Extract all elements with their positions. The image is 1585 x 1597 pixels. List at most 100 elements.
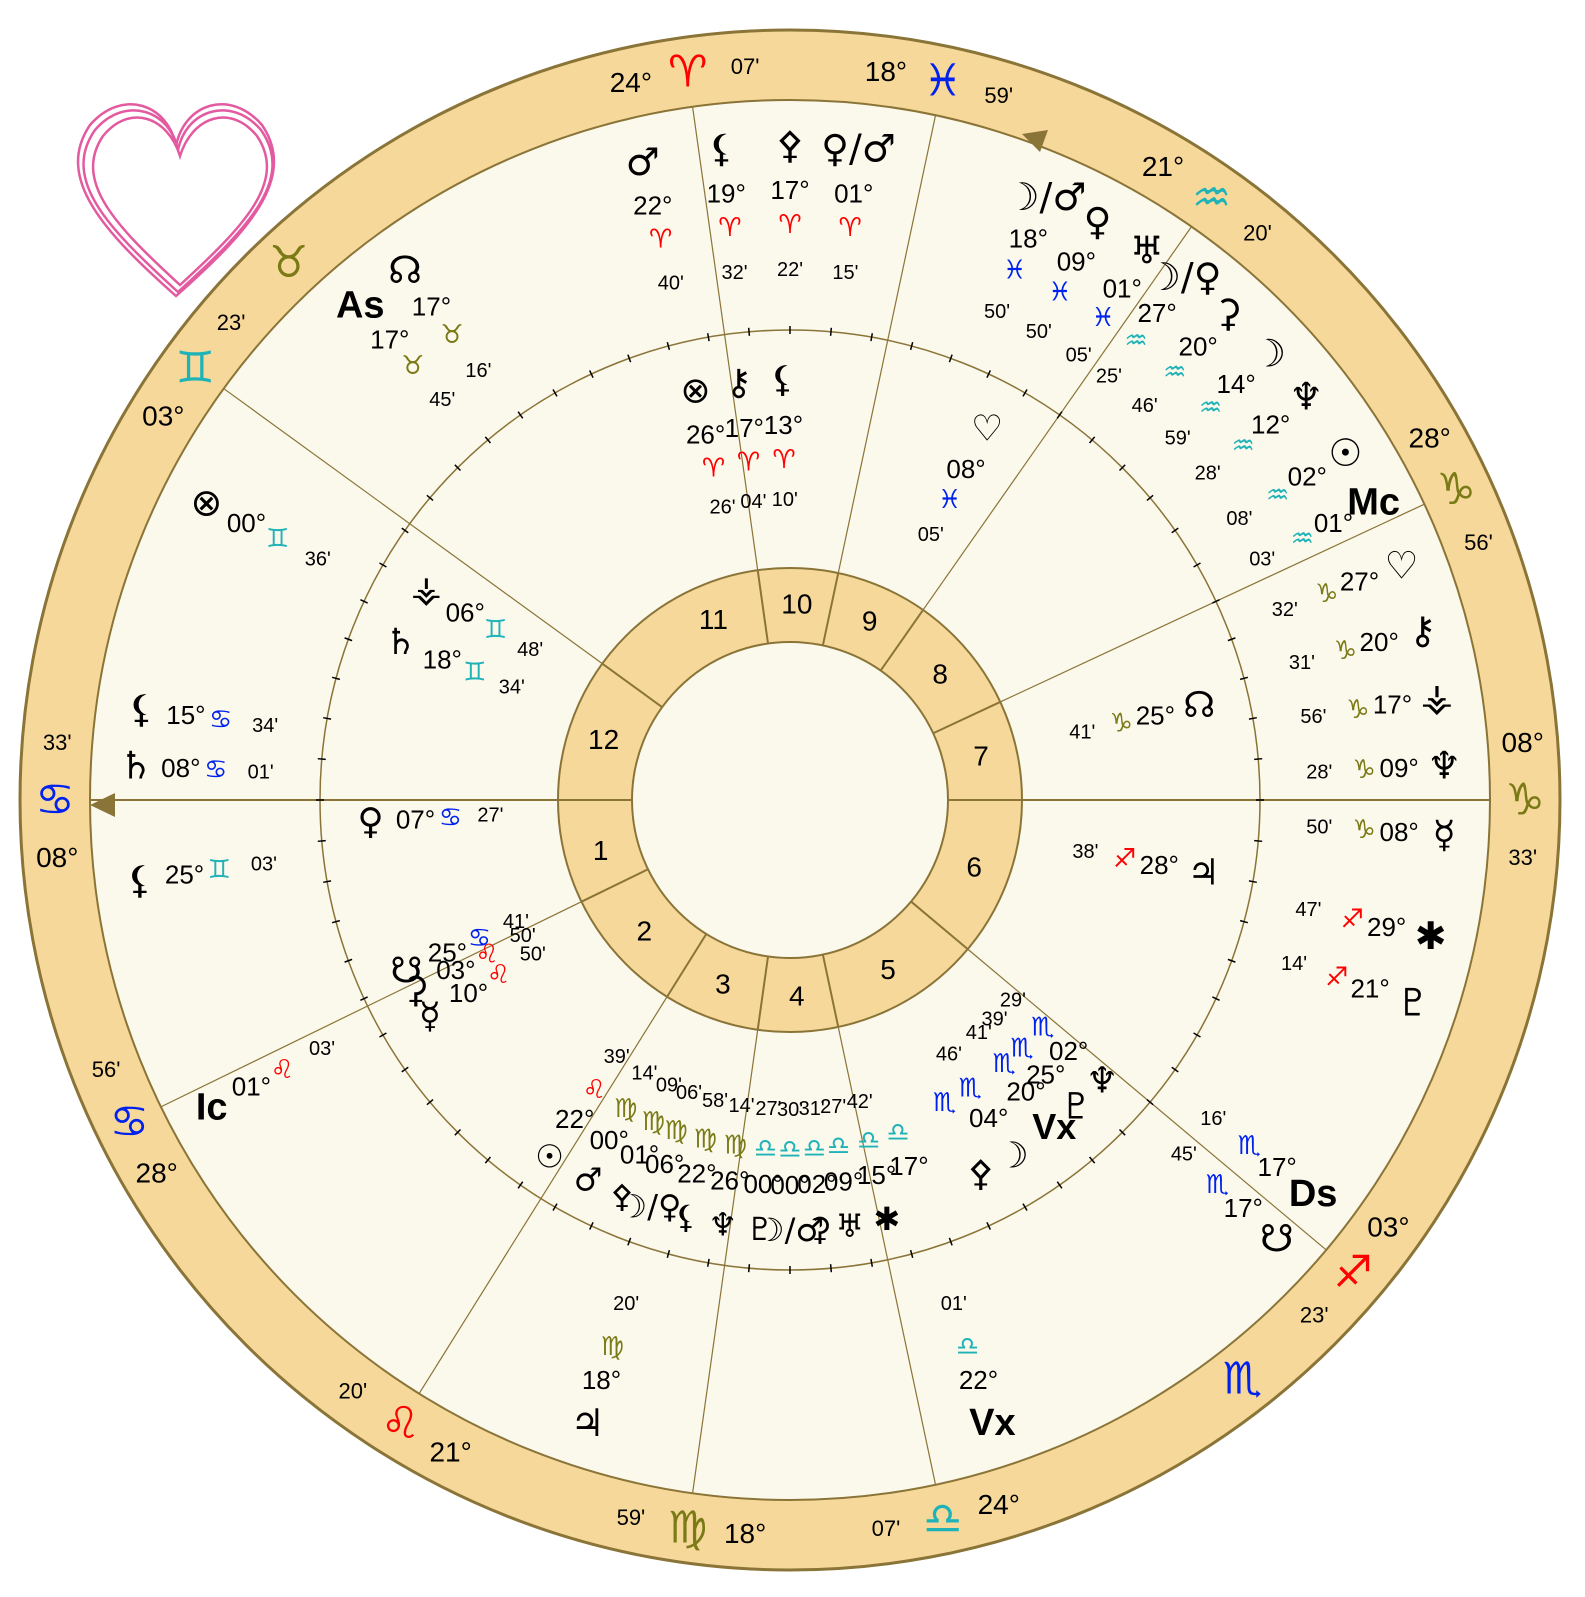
planet-glyph-icon: ♀/♂ [821,127,896,171]
planet-glyph-icon: ⚸ [708,127,736,171]
planet-degree: 17° [770,175,809,205]
planet-sign-icon: ♎ [956,1332,979,1362]
planet-degree: 13° [764,410,803,440]
planet-glyph-icon: ♆ [708,1206,737,1244]
planet-sign-icon: ♑ [1334,636,1357,666]
planet-glyph-icon: ⚴ [776,123,804,167]
planet-sign-icon: ♓ [1003,256,1026,286]
planet-minute: 27' [477,805,503,827]
cusp-degree: 03° [1367,1211,1409,1242]
planet-sign-icon: ♎ [886,1118,909,1148]
planet-glyph-icon: ♄ [119,744,153,788]
cusp-minute: 56' [92,1057,121,1082]
planet-sign-icon: ♌ [271,1055,294,1085]
planet-glyph-icon: Mc [1347,482,1400,524]
planet-minute: 34' [499,677,525,699]
planet-sign-icon: ♈ [649,225,672,255]
planet-sign-icon: ♎ [754,1134,777,1164]
cusp-minute: 07' [872,1516,901,1541]
planet-degree: 25° [1136,701,1175,731]
planet-minute: 05' [918,524,944,546]
planet-glyph-icon: ♂ [626,140,660,184]
cusp-sign-icon: ♊ [176,342,215,393]
planet-minute: 16' [1200,1108,1226,1130]
planet-degree: 20° [1006,1076,1045,1106]
planet-glyph-icon: ☽/♂ [1005,175,1086,219]
planet-glyph-icon: ⚸ [769,360,795,401]
planet-minute: 10' [772,489,798,511]
planet-glyph-icon: As [336,285,385,327]
planet-minute: 48' [517,639,543,661]
planet-degree: 26° [686,420,725,450]
planet-glyph-icon: ⚷ [1409,608,1437,652]
planet-sign-icon: ♍ [664,1116,687,1146]
planet-minute: 16' [465,360,491,382]
cusp-minute: 23' [1300,1303,1329,1328]
planet-minute: 26' [709,497,735,519]
cusp-sign-icon: ♒ [1192,172,1231,223]
planet-degree: 01° [1314,508,1353,538]
planet-minute: 41' [966,1022,992,1044]
planet-degree: 17° [1373,690,1412,720]
planet-sign-icon: ♑ [1353,815,1376,845]
planet-sign-icon: ♍ [694,1125,717,1155]
cusp-degree: 18° [724,1518,766,1549]
cusp-degree: 24° [610,67,652,98]
planet-sign-icon: ♈ [772,445,795,475]
planet-degree: 19° [707,178,746,208]
cusp-degree: 08° [36,842,78,873]
house-number-11: 11 [699,604,728,635]
planet-glyph-icon: ⚷ [726,363,752,404]
planet-sign-icon: ♒ [1266,480,1289,510]
planet-glyph-icon: ✱ [873,1200,900,1238]
planet-glyph-icon: ♃ [1187,852,1219,893]
cusp-degree: 18° [865,56,907,87]
planet-degree: 07° [396,805,435,835]
planet-minute: 22' [777,259,803,281]
planet-degree: 27° [1340,566,1379,596]
cusp-degree: 28° [136,1158,178,1189]
planet-sign-icon: ♏ [1206,1170,1229,1200]
planet-minute: 32' [1272,599,1298,621]
planet-minute: 14' [631,1063,657,1085]
planet-minute: 59' [1165,428,1191,450]
planet-minute: 41' [1069,722,1095,744]
house-number-1: 1 [593,835,609,866]
planet-sign-icon: ♈ [718,213,741,243]
planet-minute: 08' [1226,508,1252,530]
planet-glyph-icon: ♅ [836,1207,865,1245]
planet-minute: 40' [658,273,684,295]
planet-degree: 25° [165,859,204,889]
planet-minute: 03' [251,854,277,876]
cusp-degree: 03° [142,400,184,431]
planet-glyph-icon: ☉ [1328,431,1362,475]
cusp-sign-icon: ♎ [923,1493,962,1544]
planet-sign-icon: ♊ [463,658,486,688]
planet-sign-icon: ♐ [1341,905,1364,935]
planet-minute: 34' [252,715,278,737]
planet-degree: 08° [161,753,200,783]
planet-sign-icon: ♓ [1092,303,1115,333]
planet-degree: 09° [1380,753,1419,783]
cusp-sign-icon: ♑ [1436,464,1475,515]
planet-glyph-icon: ☽ [996,1136,1028,1177]
planet-degree: 01° [1103,273,1142,303]
planet-degree: 22° [959,1365,998,1395]
planet-degree: 02° [1288,462,1327,492]
planet-degree: 01° [232,1071,271,1101]
planet-minute: 32' [722,262,748,284]
cusp-minute: 59' [617,1505,646,1530]
planet-minute: 38' [1072,841,1098,863]
cusp-sign-icon: ♋ [35,775,74,826]
planet-minute: 25' [1096,366,1122,388]
planet-minute: 04' [740,491,766,513]
planet-minute: 58' [702,1090,728,1112]
planet-glyph-icon: ♆ [1427,744,1461,788]
planet-glyph-icon: ♂ [574,1161,603,1199]
cusp-minute: 33' [1508,845,1537,870]
planet-glyph-icon: Ic [196,1087,228,1129]
planet-minute: 39' [604,1046,630,1068]
planet-sign-icon: ♎ [827,1132,850,1162]
planet-minute: 15' [832,262,858,284]
cusp-degree: 24° [978,1489,1020,1520]
